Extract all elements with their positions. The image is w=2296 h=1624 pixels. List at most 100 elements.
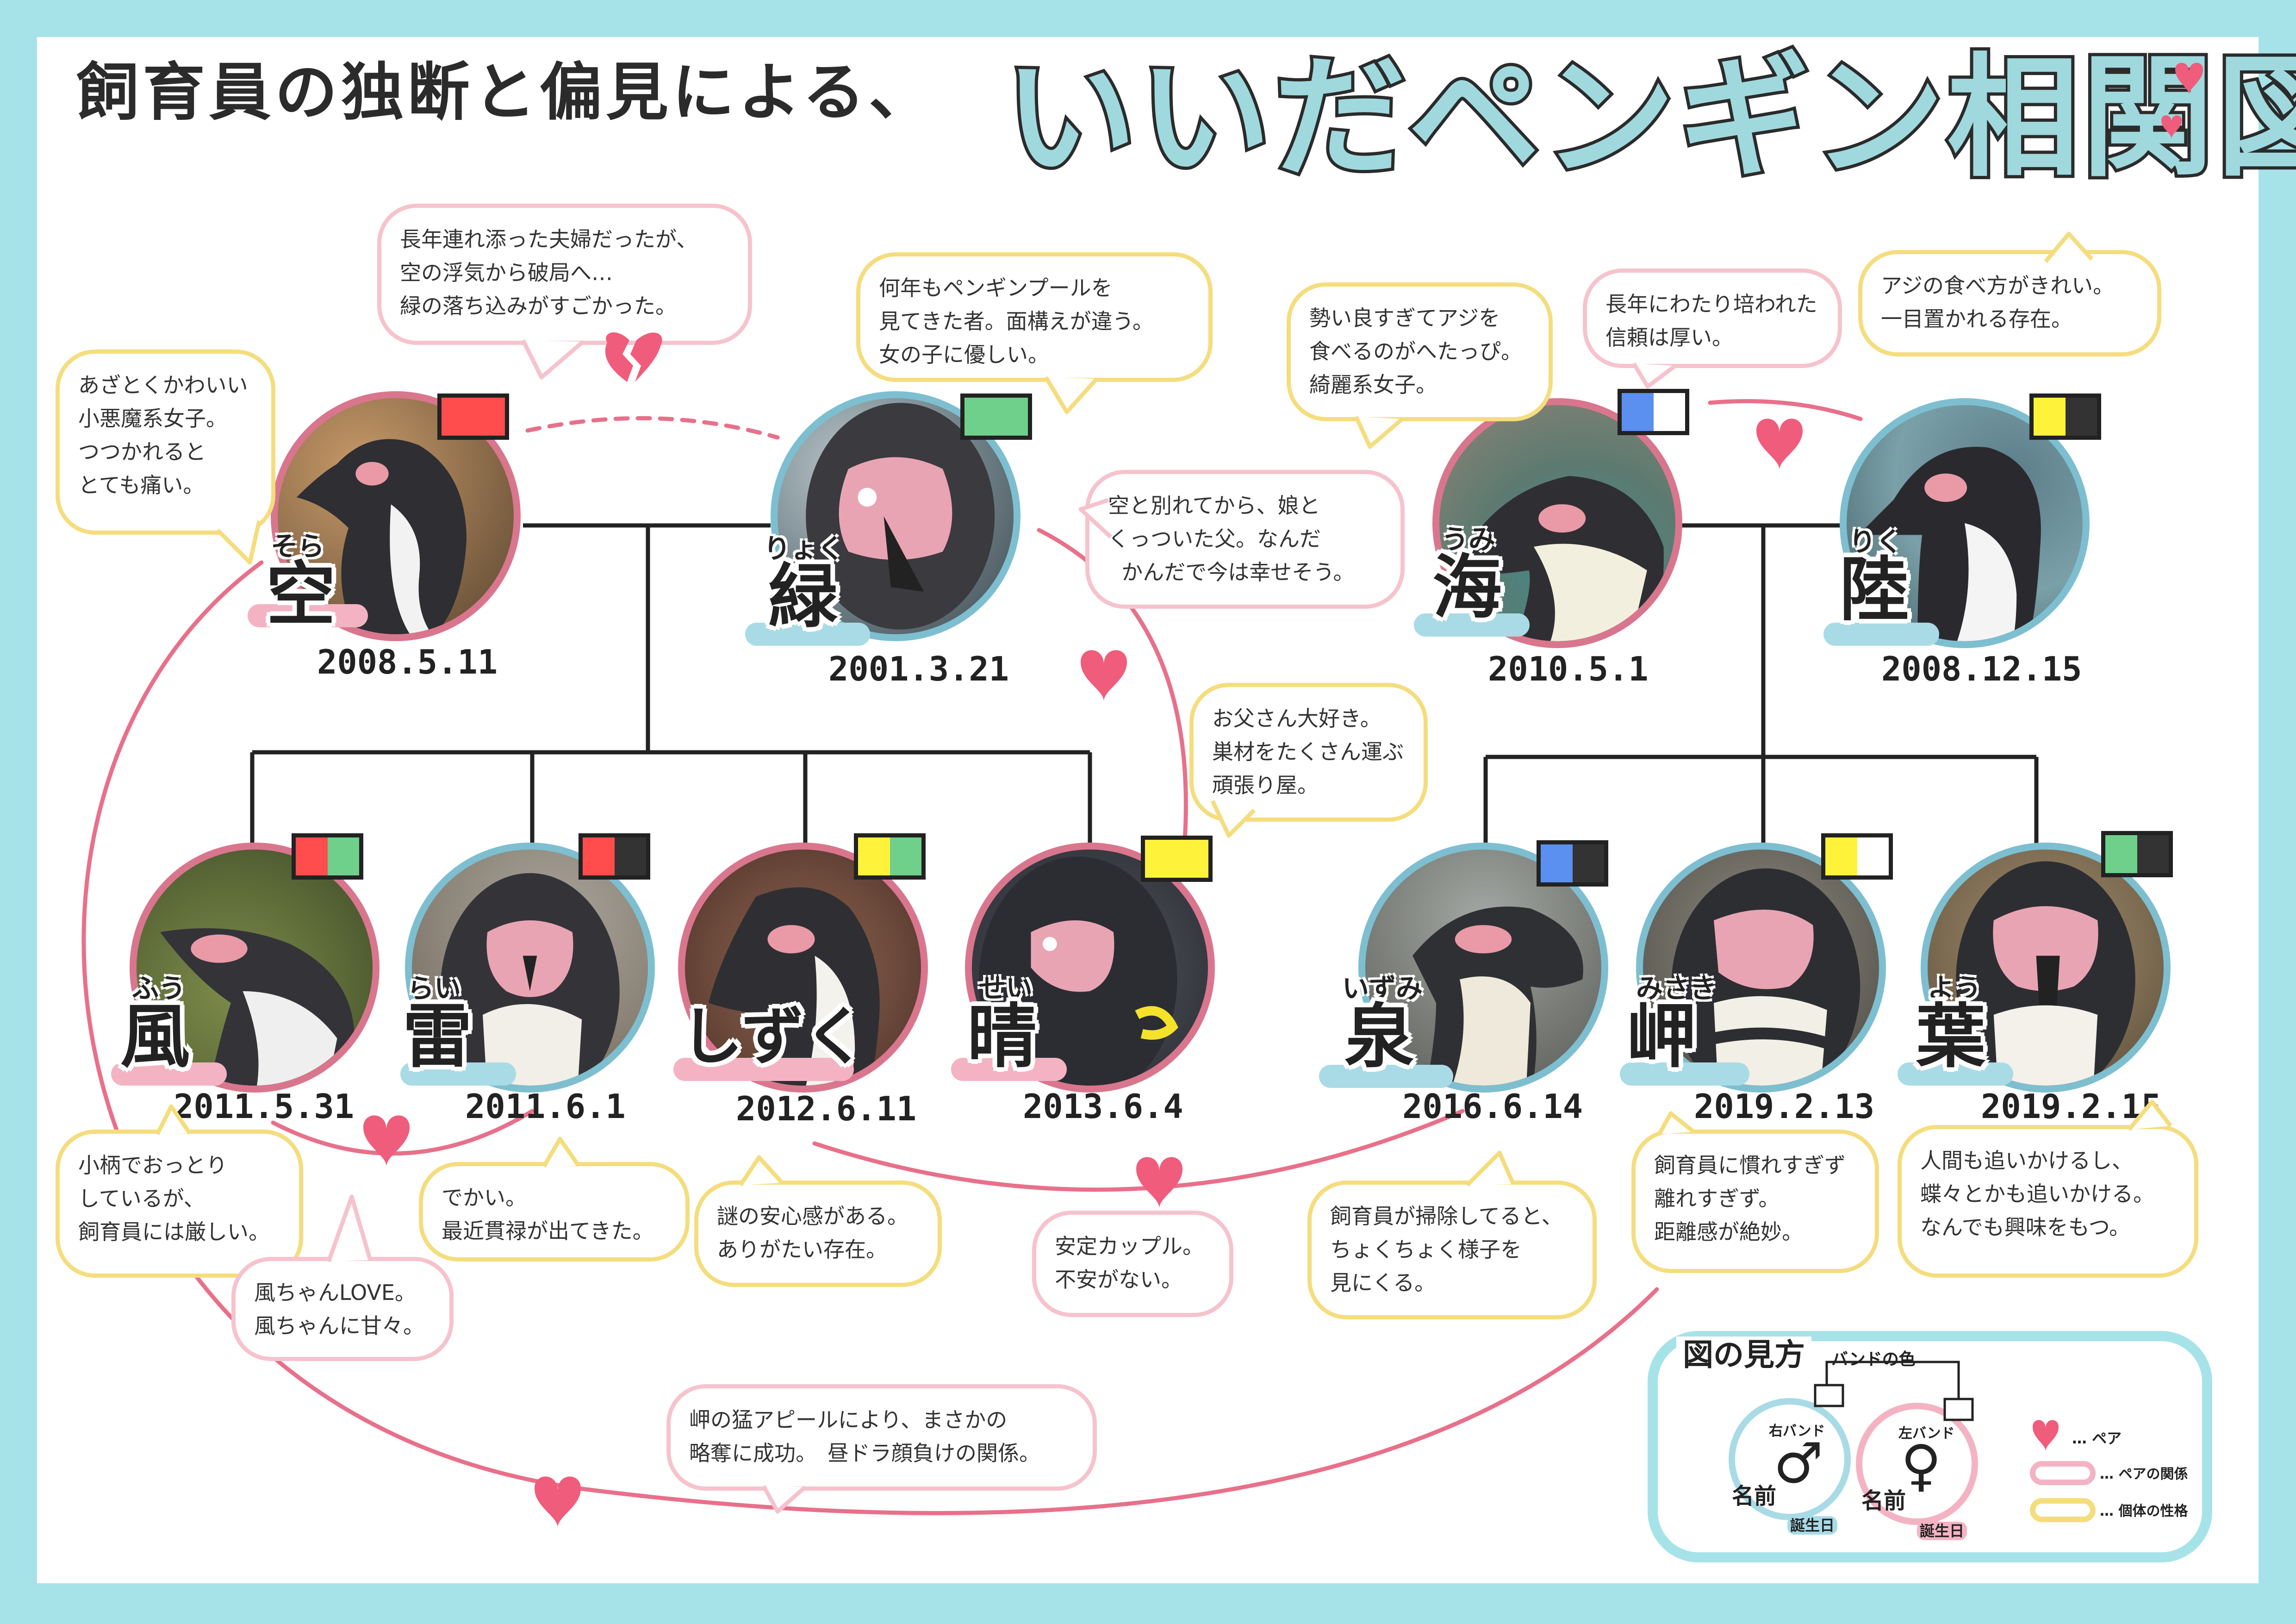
tail-rai-fuu-pair	[326, 1194, 373, 1262]
tail-sora-trait	[216, 520, 261, 565]
tail-umi-trait	[1354, 416, 1404, 449]
penguin-image	[979, 856, 1178, 1086]
name-riku: 陸	[1840, 550, 1910, 631]
pair-line-umi-riku	[1708, 399, 1863, 421]
band-segment-right	[1541, 844, 1573, 882]
name-underline-you	[1898, 1062, 2013, 1086]
pair-line-shizuku-izumi	[812, 1109, 1465, 1192]
tree-line-parents-left	[250, 523, 1092, 847]
ruby-fuu: ふう	[132, 973, 186, 1004]
tail-misaki-trait	[1657, 1111, 1695, 1136]
tree-line-parents-right	[1483, 523, 2039, 847]
heart-icon	[1136, 1157, 1182, 1208]
tail-umi-riku-pair	[1632, 362, 1677, 389]
name-ryoku: 緑	[768, 557, 838, 637]
band-segment-right	[1825, 837, 1857, 875]
name-underline-umi	[1414, 613, 1530, 637]
penguin-image	[1463, 476, 1664, 641]
title-subtitle: 飼育員の独断と偏見による、	[76, 58, 946, 127]
legend-female-symbol: ♀	[1901, 1434, 1941, 1498]
date-misaki: 2019.2.13	[1684, 1087, 1884, 1128]
legend-left-band-label: 左バンド	[1898, 1425, 1955, 1442]
legend-band-color-label: バンドの色	[1831, 1350, 1916, 1369]
band-segment-right	[1145, 840, 1208, 878]
band-sei	[1141, 836, 1213, 882]
title-hearts-decoration	[2161, 62, 2203, 139]
bubble-sei-trait: お父さん大好き。 巣材をたくさん運ぶ 頑張り屋。	[1189, 683, 1428, 822]
tail-izumi-trait	[1465, 1150, 1516, 1187]
legend-right-band-label: 右バンド	[1769, 1423, 1825, 1439]
bubble-misaki-trait: 飼育員に慣れすぎず 離れすぎず。 距離感が絶妙。	[1631, 1130, 1879, 1273]
pair-line-ryoku-sei	[1037, 528, 1188, 843]
band-segment-left	[1653, 393, 1685, 431]
bubble-shizuku-trait: 謎の安心感がある。 ありがたい存在。	[694, 1181, 942, 1287]
band-misaki	[1821, 833, 1893, 880]
heart-icon	[1756, 418, 1803, 470]
name-sei: 晴	[967, 997, 1037, 1077]
bubble-misaki-sora-pair: 岬の猛アピールにより、まさかの 略奪に成功。 昼ドラ顔負けの関係。	[666, 1384, 1097, 1491]
bubble-sora-trait: あざとくかわいい 小悪魔系女子。 つつかれると とても痛い。	[56, 350, 275, 535]
ruby-ryoku: りょく	[764, 533, 845, 564]
bubble-ryoku-sei-pair: 空と別れてから、娘と くっついた父。なんだ かんだで今は幸せそう。	[1085, 470, 1405, 609]
penguin-image	[440, 873, 620, 1086]
date-riku: 2008.12.15	[1872, 650, 2091, 690]
photo-rai	[405, 843, 655, 1093]
band-izumi	[1537, 840, 1608, 887]
pair-line-sora-misaki	[81, 560, 1659, 1515]
name-underline-fuu	[111, 1062, 227, 1086]
photo-fuu	[130, 843, 380, 1093]
band-rai	[579, 833, 650, 880]
legend-personality-label: … 個体の性格	[2100, 1503, 2188, 1519]
date-fuu: 2011.5.31	[164, 1087, 364, 1128]
bubble-rai-fuu-pair: 風ちゃんLOVE。 風ちゃんに甘々。	[231, 1257, 454, 1361]
legend-pair-label: … ペア	[2072, 1430, 2122, 1447]
legend-box: 図の見方 バンドの色 右バンド 左バンド ♂ ♀ 名前 名前 誕生日 誕生日 ……	[1648, 1331, 2212, 1562]
bubble-ryoku-trait: 何年もペンギンプールを 見てきた者。面構えが違う。 女の子に優しい。	[856, 252, 1213, 382]
ruby-umi: うみ	[1442, 524, 1496, 555]
ruby-sei: せい	[979, 973, 1033, 1004]
broken-heart-icon	[605, 332, 633, 382]
band-segment-right	[858, 837, 890, 875]
band-fuu	[292, 833, 363, 880]
bubble-fuu-trait: 小柄でおっとり しているが、 飼育員には厳しい。	[56, 1130, 303, 1278]
name-underline-shizuku	[673, 1058, 854, 1081]
title-main: いいだペンギン相関図	[1001, 41, 2296, 195]
pair-line-fuu-rai	[271, 1109, 535, 1156]
photo-umi	[1432, 398, 1682, 648]
penguin-image	[1671, 868, 1860, 1086]
date-izumi: 2016.6.14	[1393, 1087, 1593, 1128]
date-rai: 2011.6.1	[456, 1087, 635, 1128]
bubble-riku-trait: アジの食べ方がきれい。 一目置かれる存在。	[1858, 250, 2161, 356]
legend-title: 図の見方	[1676, 1337, 1811, 1374]
name-underline-sei	[951, 1058, 1067, 1081]
bubble-izumi-trait: 飼育員が掃除してると、 ちょくちょく様子を 見にくる。	[1307, 1181, 1597, 1319]
heart-icon	[535, 1476, 581, 1528]
legend-male-symbol: ♂	[1773, 1431, 1823, 1496]
penguin-image	[806, 403, 995, 630]
tail-fuu-trait	[155, 1104, 192, 1136]
name-underline-sora	[248, 604, 368, 627]
heart-icon	[2175, 62, 2203, 95]
date-sei: 2013.6.4	[1014, 1087, 1193, 1128]
bubble-shizuku-izumi-pair: 安定カップル。 不安がない。	[1032, 1211, 1233, 1317]
legend-birthday-female: 誕生日	[1917, 1522, 1967, 1540]
band-segment-left	[1857, 837, 1889, 875]
heart-icon	[363, 1115, 410, 1167]
name-fuu: 風	[120, 997, 190, 1077]
ruby-sora: そら	[271, 531, 325, 562]
band-segment-right	[964, 398, 1028, 436]
legend-name-male: 名前	[1732, 1483, 1777, 1509]
name-rai: 雷	[403, 997, 473, 1077]
band-segment-left	[2065, 398, 2097, 436]
band-riku	[2029, 394, 2101, 440]
tail-you-trait	[2127, 1099, 2172, 1131]
bubble-umi-trait: 勢い良すぎてアジを 食べるのがへたっぴ。 綺麗系女子。	[1287, 282, 1553, 421]
bubble-umi-riku-pair: 長年にわたり培われた 信頼は厚い。	[1583, 269, 1842, 368]
band-umi	[1618, 389, 1689, 435]
legend-diagram	[1729, 1361, 2096, 1525]
tail-rai-trait	[542, 1137, 580, 1168]
legend-name-female: 名前	[1861, 1488, 1906, 1514]
